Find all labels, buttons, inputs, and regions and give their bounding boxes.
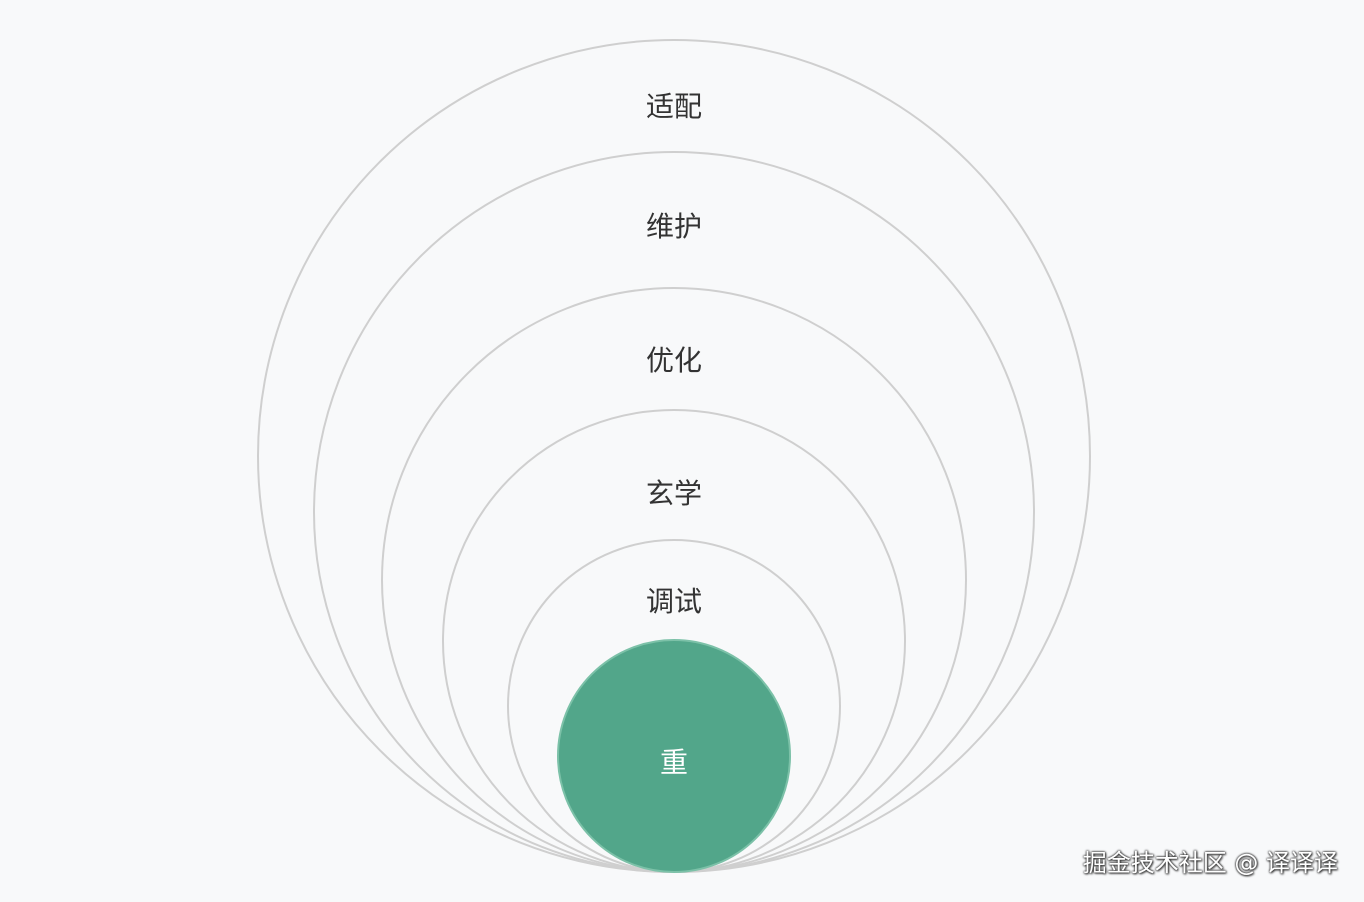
core-label: 重: [660, 746, 688, 779]
layer-label-3: 优化: [646, 344, 702, 377]
watermark: 掘金技术社区 @ 译译译: [1082, 849, 1338, 877]
core-circle: [557, 639, 791, 873]
layer-label-2: 维护: [646, 210, 702, 243]
layer-label-1: 适配: [646, 90, 702, 123]
layer-label-5: 调试: [646, 585, 702, 618]
layer-label-4: 玄学: [646, 477, 702, 510]
